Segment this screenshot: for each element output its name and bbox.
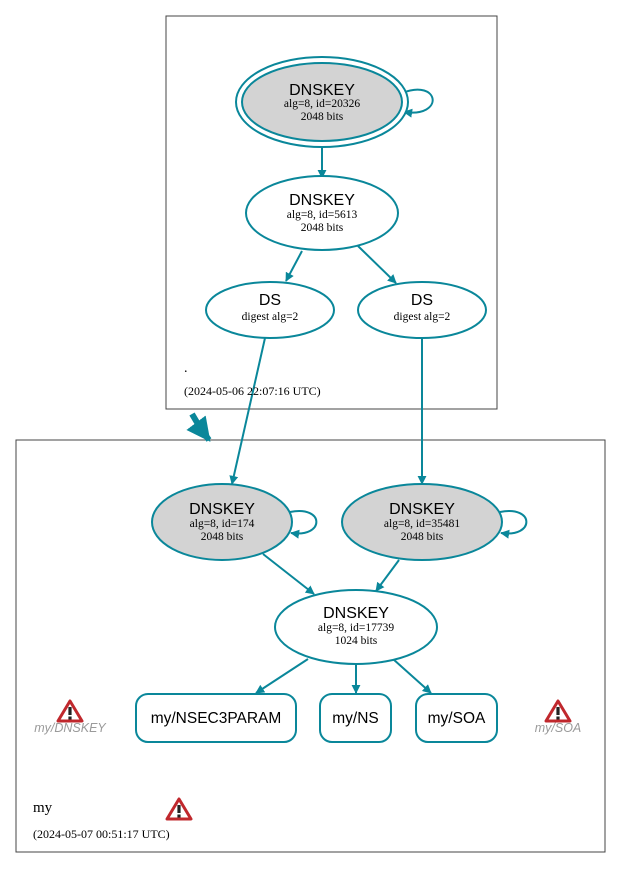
edge-zsk-to-soa — [392, 658, 432, 694]
node-ds-left[interactable]: DS digest alg=2 — [205, 281, 335, 339]
warning-triangle-icon — [165, 797, 193, 821]
node-title: DNSKEY — [289, 192, 355, 209]
node-title: DNSKEY — [289, 82, 355, 99]
zone-root-timestamp: (2024-05-06 22:07:16 UTC) — [184, 384, 321, 398]
zone-my-warning[interactable] — [165, 797, 193, 821]
zone-my-name: my — [33, 800, 53, 816]
node-detail: digest alg=2 — [242, 311, 299, 323]
warning-dnskey[interactable]: my/DNSKEY — [34, 699, 107, 735]
rr-label: my/NSEC3PARAM — [151, 710, 282, 727]
rr-label: my/NS — [332, 710, 379, 727]
edge-root-zsk-to-ds-left — [285, 250, 303, 282]
node-rr-ns[interactable]: my/NS — [319, 693, 392, 743]
edge-ksk-174-to-zsk — [262, 553, 315, 595]
node-rr-soa[interactable]: my/SOA — [415, 693, 498, 743]
delegation-edge — [186, 412, 212, 442]
node-root-ksk[interactable]: DNSKEY alg=8, id=20326 2048 bits — [235, 56, 409, 148]
zone-my-timestamp: (2024-05-07 00:51:17 UTC) — [33, 827, 170, 841]
edge-zsk-to-nsec3param — [255, 658, 309, 694]
node-title: DS — [411, 292, 433, 309]
node-title: DS — [259, 292, 281, 309]
warning-label: my/DNSKEY — [34, 721, 107, 735]
edge-root-zsk-to-ds-right — [357, 245, 397, 284]
node-title: DNSKEY — [389, 501, 455, 518]
node-my-ksk-174[interactable]: DNSKEY alg=8, id=174 2048 bits — [151, 483, 293, 561]
node-ds-right[interactable]: DS digest alg=2 — [357, 281, 487, 339]
node-detail: alg=8, id=5613 — [287, 209, 358, 221]
node-detail: 2048 bits — [301, 222, 344, 234]
node-detail: 2048 bits — [301, 111, 344, 123]
warning-triangle-icon — [56, 699, 84, 723]
edge-ds-left-to-ksk-174 — [229, 337, 266, 485]
node-detail: alg=8, id=174 — [190, 518, 255, 530]
warning-soa[interactable]: my/SOA — [535, 699, 582, 735]
node-detail: alg=8, id=17739 — [318, 622, 394, 634]
zone-my-cluster — [15, 439, 606, 853]
node-detail: 2048 bits — [401, 531, 444, 543]
node-detail: alg=8, id=35481 — [384, 518, 460, 530]
node-my-ksk-35481[interactable]: DNSKEY alg=8, id=35481 2048 bits — [341, 483, 503, 561]
zone-root-cluster — [165, 15, 498, 410]
edge-ksk-35481-self — [499, 510, 528, 539]
warning-label: my/SOA — [535, 721, 582, 735]
node-detail: digest alg=2 — [394, 311, 451, 323]
edge-root-ksk-self — [401, 88, 434, 118]
node-detail: 1024 bits — [335, 635, 378, 647]
edge-ksk-35481-to-zsk — [375, 559, 400, 592]
warning-triangle-icon — [544, 699, 572, 723]
edge-ksk-174-self — [289, 510, 318, 539]
node-detail: alg=8, id=20326 — [284, 98, 360, 110]
rr-label: my/SOA — [428, 710, 486, 727]
node-root-zsk[interactable]: DNSKEY alg=8, id=5613 2048 bits — [245, 175, 399, 251]
zone-root-name: . — [184, 361, 188, 376]
node-title: DNSKEY — [323, 605, 389, 622]
node-my-zsk[interactable]: DNSKEY alg=8, id=17739 1024 bits — [274, 589, 438, 665]
node-title: DNSKEY — [189, 501, 255, 518]
node-detail: 2048 bits — [201, 531, 244, 543]
node-rr-nsec3param[interactable]: my/NSEC3PARAM — [135, 693, 297, 743]
